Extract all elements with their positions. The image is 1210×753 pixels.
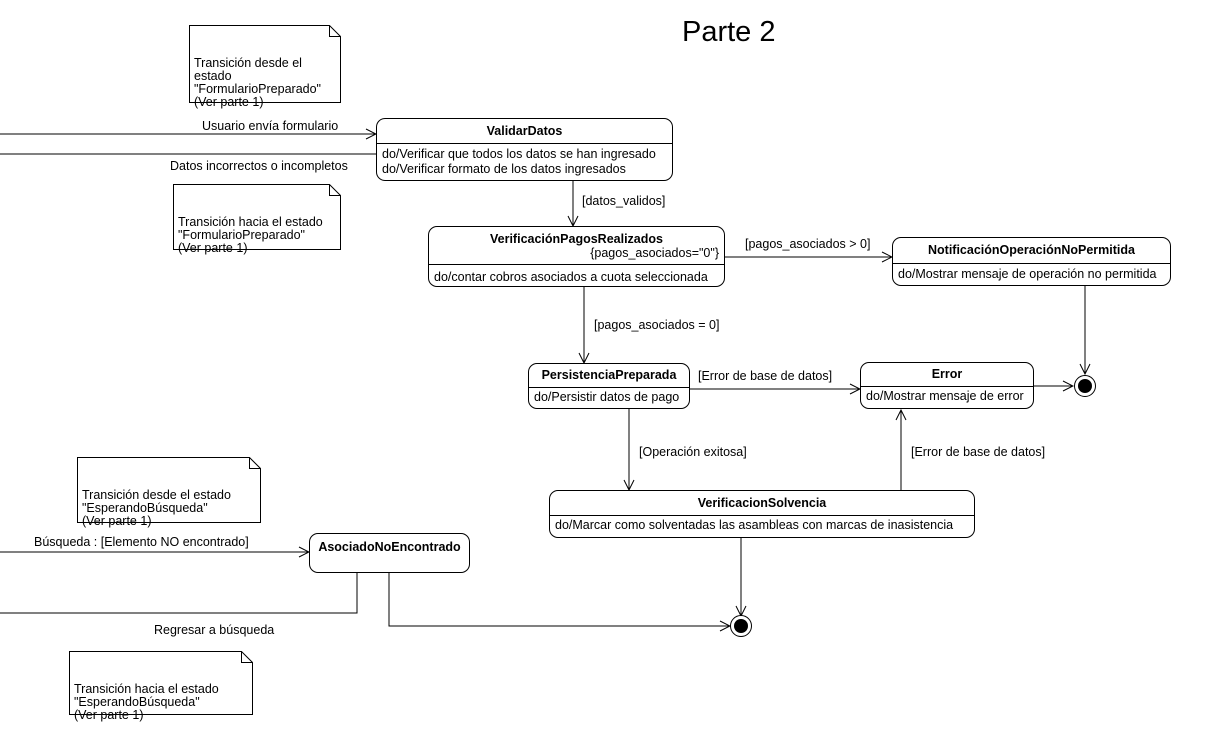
- note-text: Transición desde el estado "FormularioPr…: [194, 56, 321, 109]
- state-constraint: {pagos_asociados="0"}: [590, 246, 719, 260]
- note-text: Transición hacia el estado "EsperandoBús…: [74, 682, 219, 722]
- state-divider: [429, 264, 724, 265]
- label-datos-incorrectos: Datos incorrectos o incompletos: [170, 159, 348, 173]
- label-usuario-envia: Usuario envía formulario: [202, 119, 339, 133]
- state-divider: [377, 143, 672, 144]
- diagram-title: Parte 2: [682, 16, 776, 48]
- label-pagos-mayor: [pagos_asociados > 0]: [745, 237, 871, 251]
- state-divider: [861, 386, 1033, 387]
- transition-asociado-final: [388, 573, 730, 626]
- note-desde-formulario: Transición desde el estado "FormularioPr…: [189, 25, 341, 109]
- label-regresar: Regresar a búsqueda: [154, 623, 275, 637]
- state-verificacion-solvencia[interactable]: VerificacionSolvencia do/Marcar como sol…: [549, 490, 975, 538]
- state-notificacion-operacion-no-permitida[interactable]: NotificaciónOperaciónNoPermitida do/Most…: [892, 237, 1171, 286]
- state-name: AsociadoNoEncontrado: [318, 540, 461, 554]
- note-shape: [69, 651, 253, 715]
- note-shape: [77, 457, 261, 523]
- state-asociado-no-encontrado[interactable]: AsociadoNoEncontrado: [309, 533, 470, 573]
- note-shape: [173, 184, 341, 250]
- note-desde-esperando: Transición desde el estado "EsperandoBús…: [77, 457, 261, 528]
- activity: do/Verificar que todos los datos se han …: [382, 147, 656, 161]
- transition-regresar: [0, 573, 358, 614]
- label-pagos-cero: [pagos_asociados = 0]: [594, 318, 720, 332]
- activity: do/Marcar como solventadas las asambleas…: [555, 518, 954, 532]
- label-error-bd-1: [Error de base de datos]: [698, 369, 833, 383]
- state-error[interactable]: Error do/Mostrar mensaje de error: [860, 362, 1034, 409]
- activity: do/Persistir datos de pago: [534, 390, 680, 404]
- activity: do/Mostrar mensaje de operación no permi…: [898, 267, 1157, 281]
- state-activities: do/Verificar que todos los datos se han …: [377, 144, 672, 180]
- note-hacia-esperando: Transición hacia el estado "EsperandoBús…: [69, 651, 253, 722]
- state-name: NotificaciónOperaciónNoPermitida: [928, 243, 1135, 257]
- final-state-top[interactable]: [1074, 375, 1096, 397]
- state-name: PersistenciaPreparada: [541, 368, 677, 382]
- note-text: Transición desde el estado "EsperandoBús…: [82, 488, 231, 528]
- note-shape: [189, 25, 341, 103]
- state-validar-datos[interactable]: ValidarDatos do/Verificar que todos los …: [376, 118, 673, 181]
- activity: do/contar cobros asociados a cuota selec…: [434, 270, 708, 284]
- state-divider: [893, 263, 1170, 264]
- state-name: VerificaciónPagosRealizados: [490, 232, 663, 246]
- state-divider: [529, 387, 689, 388]
- note-text: Transición hacia el estado "FormularioPr…: [178, 215, 323, 255]
- activity: do/Mostrar mensaje de error: [866, 389, 1024, 403]
- state-name: Error: [931, 367, 963, 381]
- label-datos-validos: [datos_validos]: [582, 194, 666, 208]
- state-persistencia-preparada[interactable]: PersistenciaPreparada do/Persistir datos…: [528, 363, 690, 409]
- state-name: ValidarDatos: [486, 124, 563, 138]
- label-operacion-exitosa: [Operación exitosa]: [639, 445, 747, 459]
- label-error-bd-2: [Error de base de datos]: [911, 445, 1046, 459]
- state-divider: [550, 515, 974, 516]
- state-name: VerificacionSolvencia: [697, 496, 827, 510]
- label-busqueda: Búsqueda : [Elemento NO encontrado]: [34, 535, 249, 549]
- activity: do/Verificar formato de los datos ingres…: [382, 162, 626, 176]
- state-verificacion-pagos-realizados[interactable]: VerificaciónPagosRealizados {pagos_asoci…: [428, 226, 725, 287]
- note-hacia-formulario: Transición hacia el estado "FormularioPr…: [173, 184, 341, 255]
- final-state-bottom[interactable]: [730, 615, 752, 637]
